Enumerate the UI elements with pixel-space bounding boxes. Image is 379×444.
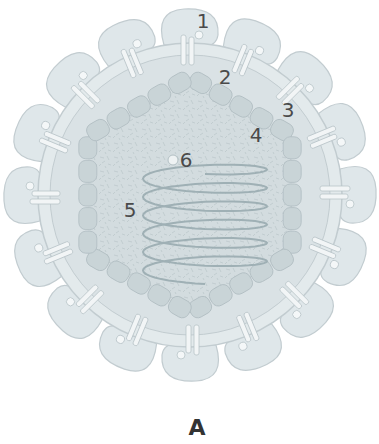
capsid-segment bbox=[283, 208, 301, 230]
spike-stalk bbox=[115, 310, 148, 350]
capsid-segments bbox=[79, 70, 301, 321]
callout-number: 1 bbox=[197, 10, 210, 32]
figure-letter: A bbox=[188, 417, 205, 439]
capsid-segment bbox=[79, 208, 97, 230]
spike-stalk bbox=[307, 124, 347, 157]
spike-stalk bbox=[231, 40, 264, 80]
spike-stalk bbox=[65, 278, 105, 318]
spike-stalk bbox=[228, 312, 261, 352]
spike-stalk bbox=[181, 31, 203, 65]
spike-stalk bbox=[273, 281, 313, 321]
outer-envelope bbox=[38, 43, 342, 347]
capsid-segment bbox=[283, 184, 301, 206]
rna-end bbox=[168, 155, 178, 165]
capsid-segment bbox=[283, 160, 301, 182]
glycoprotein-spikes bbox=[4, 9, 376, 381]
rna-helix bbox=[143, 165, 267, 284]
callout-number: 3 bbox=[282, 99, 295, 121]
spike-stalk bbox=[119, 39, 152, 79]
spike-stalk bbox=[276, 73, 316, 113]
matrix-layer bbox=[50, 55, 330, 335]
spike-stalks bbox=[26, 31, 354, 359]
spike-stalk bbox=[68, 70, 108, 110]
callout-number: 6 bbox=[180, 149, 193, 171]
capsid-segment bbox=[79, 231, 97, 253]
spike-stalk bbox=[35, 120, 75, 153]
spike-stalk bbox=[320, 186, 354, 208]
callout-number: 2 bbox=[219, 66, 232, 88]
spike-stalk bbox=[26, 182, 60, 204]
callout-number: 4 bbox=[250, 124, 263, 146]
spike-stalk bbox=[34, 233, 74, 266]
callout-number: 5 bbox=[124, 199, 137, 221]
capsid-segment bbox=[166, 70, 194, 97]
capsid-segment bbox=[283, 137, 301, 159]
spike-stalk bbox=[305, 236, 345, 269]
capsid-segment bbox=[79, 184, 97, 206]
core bbox=[88, 77, 292, 313]
capsid-segment bbox=[79, 160, 97, 182]
spike-stalk bbox=[177, 325, 199, 359]
